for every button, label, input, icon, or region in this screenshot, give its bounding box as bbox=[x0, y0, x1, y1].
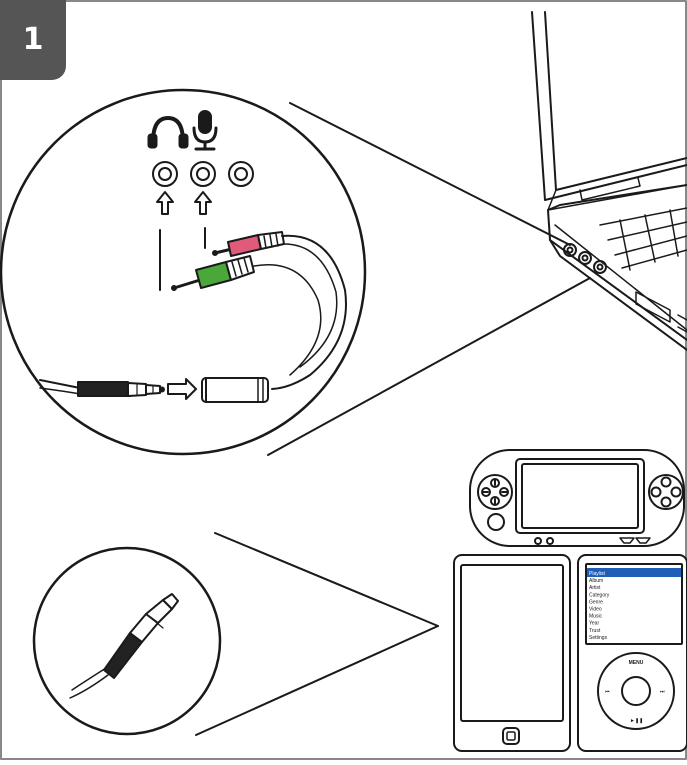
menu-item: Trust bbox=[589, 628, 601, 634]
play-pause-icon: ►❚❚ bbox=[630, 718, 643, 724]
female-connector bbox=[202, 378, 268, 402]
callout-line-small-bottom bbox=[196, 626, 438, 735]
menu-item: Artist bbox=[589, 585, 601, 591]
callout-line-small-top bbox=[215, 533, 438, 626]
menu-item: Genre bbox=[589, 599, 603, 605]
laptop-jack-3 bbox=[594, 261, 606, 273]
wheel-menu-label: MENU bbox=[629, 660, 644, 666]
next-icon: ⏭ bbox=[660, 689, 665, 695]
menu-item: Album bbox=[589, 578, 603, 584]
menu-item: Settings bbox=[589, 635, 608, 641]
step-number: 1 bbox=[23, 22, 44, 57]
laptop bbox=[532, 12, 687, 350]
menu-item: Music bbox=[589, 614, 603, 620]
menu-item: Year bbox=[589, 621, 599, 627]
menu-item: Category bbox=[589, 592, 610, 598]
prev-icon: ⏮ bbox=[605, 689, 610, 695]
menu-item: Playlist bbox=[589, 571, 605, 577]
step-number-badge: 1 bbox=[0, 0, 66, 80]
tablet-device bbox=[454, 555, 570, 751]
handheld-console bbox=[470, 450, 684, 546]
menu-item: Video bbox=[589, 607, 602, 613]
laptop-jack-2 bbox=[579, 252, 591, 264]
